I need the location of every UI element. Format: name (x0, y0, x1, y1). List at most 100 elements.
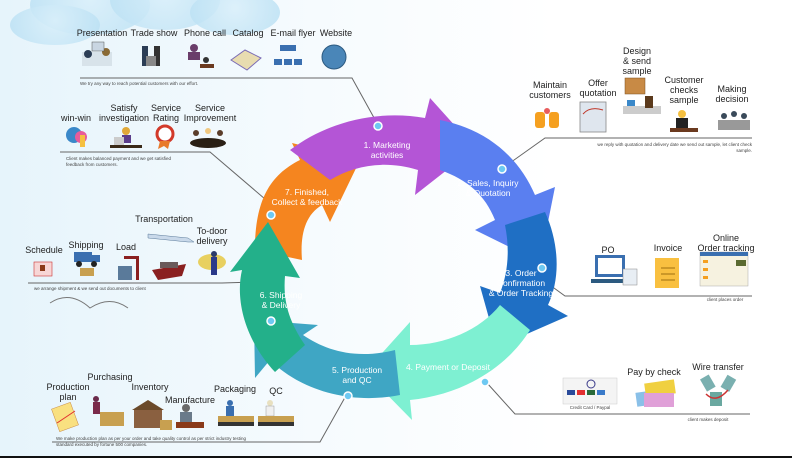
design-send-sample-icon (623, 77, 661, 114)
step-4-arrow (365, 305, 530, 420)
order-item-invoice: Invoice (653, 243, 683, 253)
production-item-inventory: Inventory (131, 382, 169, 392)
shipping-truck-icon (74, 252, 100, 276)
load-crane-icon (118, 256, 139, 280)
invoice-icon (655, 258, 679, 288)
step-1-label: 1. Marketing activities (363, 140, 411, 160)
sales-item-offer-quotation: Offer quotation (579, 78, 617, 98)
ship-icon (152, 262, 186, 280)
production-item-packaging: Packaging (213, 384, 257, 394)
step-3-label: 3. Order Confirmation & Order Tracking (488, 268, 554, 298)
production-caption: We make production plan as per your orde… (56, 436, 247, 447)
making-decision-icon (718, 111, 750, 130)
catalog-icon (230, 49, 262, 71)
step-6-label: 6. Shipping & Delivery (259, 290, 303, 310)
feedback-caption: Client makes balanced payment and we get… (66, 156, 172, 167)
online-order-tracking-icon (699, 251, 749, 287)
order-icons (591, 251, 749, 288)
sales-caption: we reply with quotation and delivery dat… (597, 142, 752, 153)
production-item-purchasing: Purchasing (87, 372, 133, 382)
shipping-item-shipping: Shipping (68, 240, 104, 250)
step-7-dot (266, 210, 276, 220)
to-door-delivery-icon (198, 251, 226, 275)
shipping-item-schedule: Schedule (25, 245, 63, 255)
shipping-item-load: Load (115, 242, 137, 252)
step-4-label: 4. Payment or Deposit (405, 362, 491, 372)
website-icon (321, 44, 347, 70)
schedule-icon (33, 261, 53, 277)
order-item-online-order-tracking: Online Order tracking (697, 233, 755, 253)
shipping-item-to-door-delivery: To-door delivery (196, 226, 228, 246)
feedback-item-satisfy-investigation: Satisfy investigation (98, 103, 150, 123)
cloud-decoration (10, 5, 100, 45)
connector-production (52, 391, 349, 443)
connector-shipping (28, 281, 256, 284)
connector-payment (486, 382, 750, 415)
customer-checks-sample-icon (670, 110, 698, 132)
phone-call-icon (188, 44, 214, 68)
route-arc (49, 297, 129, 309)
shipping-item-transportation: Transportation (135, 214, 193, 224)
step-1-arrow (290, 98, 475, 195)
cloud-decoration (190, 0, 280, 35)
inventory-icon (132, 400, 172, 430)
sales-icons (535, 77, 750, 133)
step-5-dot (343, 391, 353, 401)
airplane-icon (147, 233, 195, 243)
email-flyer-icon (274, 45, 302, 65)
marketing-item-website: Website (319, 28, 353, 38)
production-icons (51, 396, 294, 433)
credit-card-paypal-icon (562, 377, 618, 405)
po-icon (591, 255, 638, 286)
win-win-icon (66, 127, 87, 147)
shipping-icons (33, 233, 226, 309)
order-item-po: PO (601, 245, 615, 255)
marketing-icons (82, 41, 347, 71)
payment-caption: client makes deposit (687, 417, 729, 422)
payment-icons (562, 374, 737, 407)
shipping-caption: we arrange shipment & we send out docume… (34, 286, 146, 291)
production-plan-icon (51, 401, 79, 433)
payment-item-pay-by-check: Pay by check (627, 367, 681, 377)
marketing-item-presentation: Presentation (76, 28, 128, 38)
packaging-icon (218, 400, 254, 426)
step-5-label: 5. Production and QC (331, 365, 383, 385)
step-2-dot (497, 164, 507, 174)
feedback-item-service-improvement: Service Improvement (183, 103, 237, 123)
production-item-production-plan: Production plan (46, 382, 90, 402)
sales-item-design-send-sample: Design & send sample (622, 46, 652, 76)
step-7-label: 7. Finished, Collect & feedback (271, 187, 343, 207)
sales-item-customer-checks-sample: Customer checks sample (664, 75, 704, 105)
maintain-customers-icon (535, 108, 559, 128)
trade-show-icon (142, 46, 160, 66)
service-rating-icon (155, 124, 175, 149)
wire-transfer-icon (700, 374, 737, 406)
step-6-dot (266, 316, 276, 326)
payment-item-wire-transfer: Wire transfer (692, 362, 744, 372)
connector-sales (499, 137, 752, 171)
marketing-caption: We try any way to reach potential custom… (80, 81, 199, 86)
qc-icon (258, 400, 294, 426)
feedback-icons (66, 124, 226, 149)
presentation-icon (82, 41, 112, 66)
production-item-manufacture: Manufacture (164, 395, 216, 405)
feedback-item-win-win: win-win (60, 113, 91, 123)
connector-marketing (80, 77, 379, 126)
offer-quotation-icon (579, 101, 607, 133)
manufacture-icon (176, 404, 204, 428)
pay-by-check-icon (635, 379, 676, 407)
step-3-dot (537, 263, 547, 273)
feedback-item-service-rating: Service Rating (150, 103, 181, 123)
production-item-qc: QC (269, 386, 283, 396)
purchasing-icon (93, 396, 124, 426)
order-caption: client places order (706, 297, 744, 302)
satisfy-investigation-icon (110, 127, 142, 148)
payment-item-credit-card-paypal: Credit Card / Paypal (569, 405, 611, 410)
marketing-item-phone-call: Phone call (183, 28, 227, 38)
sales-item-maintain-customers: Maintain customers (529, 80, 571, 100)
sales-item-making-decision: Making decision (715, 84, 749, 104)
marketing-item-email-flyer: E-mail flyer (270, 28, 316, 38)
bottom-border (0, 456, 792, 472)
step-1-dot (373, 121, 383, 131)
connector-feedback (60, 151, 273, 206)
